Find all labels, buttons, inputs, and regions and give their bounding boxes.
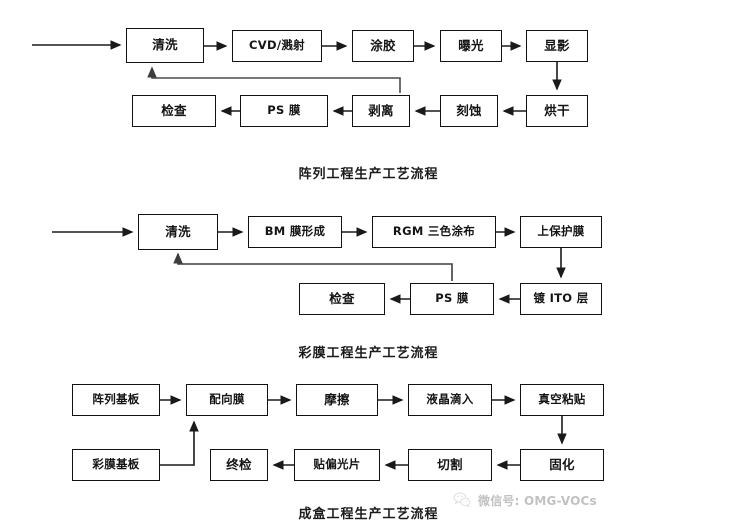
node-a5[interactable]: 显影: [526, 30, 588, 62]
node-a8[interactable]: 剥离: [352, 95, 410, 127]
node-b3[interactable]: RGM 三色涂布: [372, 216, 496, 248]
edge-feedback-a8-a1: [147, 66, 401, 93]
node-c3[interactable]: 摩擦: [296, 384, 378, 416]
node-b6[interactable]: PS 膜: [410, 283, 494, 315]
node-a9[interactable]: PS 膜: [240, 95, 328, 127]
edge-feedback-b6-b1: [173, 252, 453, 281]
node-c9[interactable]: 终检: [210, 449, 268, 481]
node-a6[interactable]: 烘干: [526, 95, 588, 127]
node-c1[interactable]: 阵列基板: [72, 384, 160, 416]
node-a2[interactable]: CVD/溅射: [232, 30, 322, 62]
node-c4[interactable]: 液晶滴入: [408, 384, 492, 416]
wechat-icon: [453, 492, 471, 508]
caption-cell-process: 成盒工程生产工艺流程: [298, 507, 439, 522]
node-c8[interactable]: 贴偏光片: [294, 449, 380, 481]
edge-c10-c2: [160, 420, 199, 466]
node-c6[interactable]: 固化: [520, 449, 604, 481]
node-c10[interactable]: 彩膜基板: [72, 449, 160, 481]
caption-colorfilter-process: 彩膜工程生产工艺流程: [298, 346, 439, 361]
node-a10[interactable]: 检查: [132, 95, 216, 127]
node-b2[interactable]: BM 膜形成: [248, 216, 342, 248]
node-a3[interactable]: 涂胶: [352, 30, 414, 62]
node-c7[interactable]: 切割: [408, 449, 492, 481]
caption-array-process: 阵列工程生产工艺流程: [298, 167, 439, 182]
node-b4[interactable]: 上保护膜: [520, 216, 602, 248]
node-b7[interactable]: 检查: [299, 283, 385, 315]
watermark: 微信号: OMG-VOCs: [452, 490, 597, 510]
node-a4[interactable]: 曝光: [440, 30, 502, 62]
node-a1[interactable]: 清洗: [126, 28, 204, 63]
node-a7[interactable]: 刻蚀: [440, 95, 498, 127]
node-c5[interactable]: 真空粘贴: [520, 384, 604, 416]
node-c2[interactable]: 配向膜: [186, 384, 268, 416]
watermark-text: 微信号: OMG-VOCs: [478, 493, 597, 508]
node-b5[interactable]: 镀 ITO 层: [520, 283, 602, 315]
node-b1[interactable]: 清洗: [138, 214, 218, 250]
